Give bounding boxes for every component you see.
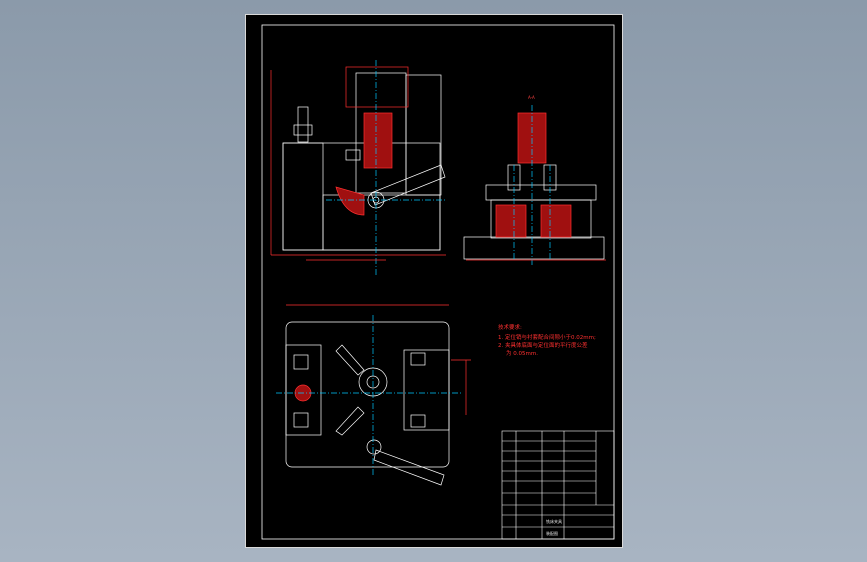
- tech-req-line-3: 为 0.05mm.: [506, 349, 538, 357]
- technical-requirements: 技术要求: 1. 定位销与衬套配合间隙小于0.02mm; 2. 夹具体底面与定位…: [498, 323, 596, 357]
- title-block: [501, 430, 615, 540]
- section-view: [463, 105, 606, 265]
- drawing-sheet: A-A 技术要求: 1. 定位销与衬套配合间隙小于0.02mm; 2. 夹具体底…: [245, 14, 623, 548]
- tech-req-line-1: 1. 定位销与衬套配合间隙小于0.02mm;: [498, 333, 596, 341]
- title-block-name: 铣床夹具: [546, 518, 562, 524]
- cad-drawing: A-A 技术要求: 1. 定位销与衬套配合间隙小于0.02mm; 2. 夹具体底…: [261, 24, 615, 540]
- front-view: [270, 60, 446, 275]
- tech-req-line-2: 2. 夹具体底面与定位面的平行度公差: [498, 341, 588, 349]
- tech-req-title: 技术要求:: [498, 323, 522, 331]
- section-label: A-A: [528, 95, 535, 100]
- inner-border: [261, 24, 615, 540]
- top-view: [276, 304, 471, 486]
- title-block-number: 装配图: [546, 530, 558, 536]
